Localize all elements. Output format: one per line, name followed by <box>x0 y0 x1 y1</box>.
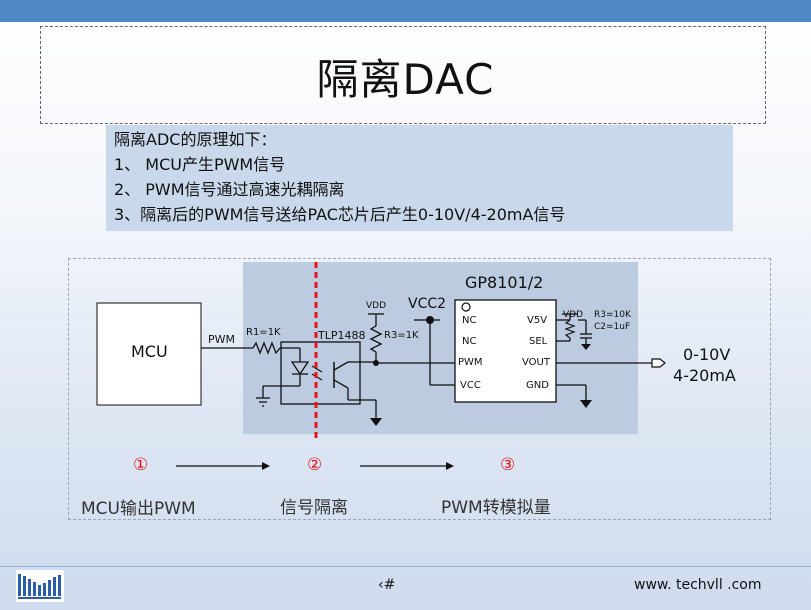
output-label-current: 4-20mA <box>673 366 736 385</box>
chip-pin-vout: VOUT <box>522 357 550 368</box>
vdd-right-label: VDD <box>563 310 584 320</box>
description-line-3: 2、 PWM信号通过高速光耦隔离 <box>114 180 345 199</box>
chip-pin-nc2: NC <box>462 336 477 347</box>
title-placeholder-box <box>40 26 766 124</box>
slide-title: 隔离DAC <box>316 55 495 104</box>
led-symbol <box>290 361 310 376</box>
optocoupler-label: TLP1488 <box>318 329 366 342</box>
description-box: 隔离ADC的原理如下： 1、 MCU产生PWM信号 2、 PWM信号通过高速光耦… <box>106 125 733 231</box>
r3-right-label: R3=10K <box>594 310 631 320</box>
step-2-number: ② <box>307 455 323 475</box>
chip-pin-vcc: VCC <box>460 380 481 391</box>
gp8101-chip <box>454 299 557 403</box>
chip-pin-nc1: NC <box>462 315 477 326</box>
step-2-label: 信号隔离 <box>280 498 348 518</box>
step-3-label: PWM转模拟量 <box>441 498 551 518</box>
ground-symbol-chip <box>580 400 592 408</box>
optocoupler-box <box>280 341 361 405</box>
ground-symbol-opto <box>370 418 382 426</box>
r3-left-label: R3=1K <box>384 330 419 341</box>
r3-pullup-resistor <box>369 325 383 353</box>
step-3-number: ③ <box>500 455 516 475</box>
page-number: ‹# <box>378 577 396 593</box>
description-line-4: 3、隔离后的PWM信号送给PAC芯片后产生0-10V/4-20mA信号 <box>114 205 566 224</box>
top-accent-bar <box>0 0 811 22</box>
chip-pin-pwm: PWM <box>458 357 483 368</box>
output-connector <box>651 358 666 368</box>
r1-resistor <box>252 341 281 355</box>
pwm-wire-label: PWM <box>208 333 236 346</box>
mcu-block <box>96 302 202 406</box>
chip-pin-sel: SEL <box>529 336 548 347</box>
c2-label: C2=1uF <box>594 322 631 332</box>
step-1-label: MCU输出PWM <box>81 499 196 519</box>
techvll-logo-icon <box>16 570 64 602</box>
chip-title: GP8101/2 <box>465 273 544 292</box>
chip-pin-gnd: GND <box>526 380 549 391</box>
output-label-voltage: 0-10V <box>683 345 731 364</box>
diagram-frame <box>68 258 771 520</box>
mcu-label: MCU <box>131 342 168 361</box>
vdd-left-label: VDD <box>366 301 387 311</box>
footer-divider <box>0 566 811 567</box>
chip-pin-v5v: V5V <box>527 315 548 326</box>
r3-right-resistor <box>564 319 576 339</box>
website-text: www. techvll .com <box>634 577 762 593</box>
isolated-circuit-panel <box>243 262 638 434</box>
step-1-number: ① <box>133 455 149 475</box>
description-line-2: 1、 MCU产生PWM信号 <box>114 155 286 174</box>
vcc2-label: VCC2 <box>408 296 447 312</box>
description-line-1: 隔离ADC的原理如下： <box>114 130 277 149</box>
r1-label: R1=1K <box>246 327 281 338</box>
